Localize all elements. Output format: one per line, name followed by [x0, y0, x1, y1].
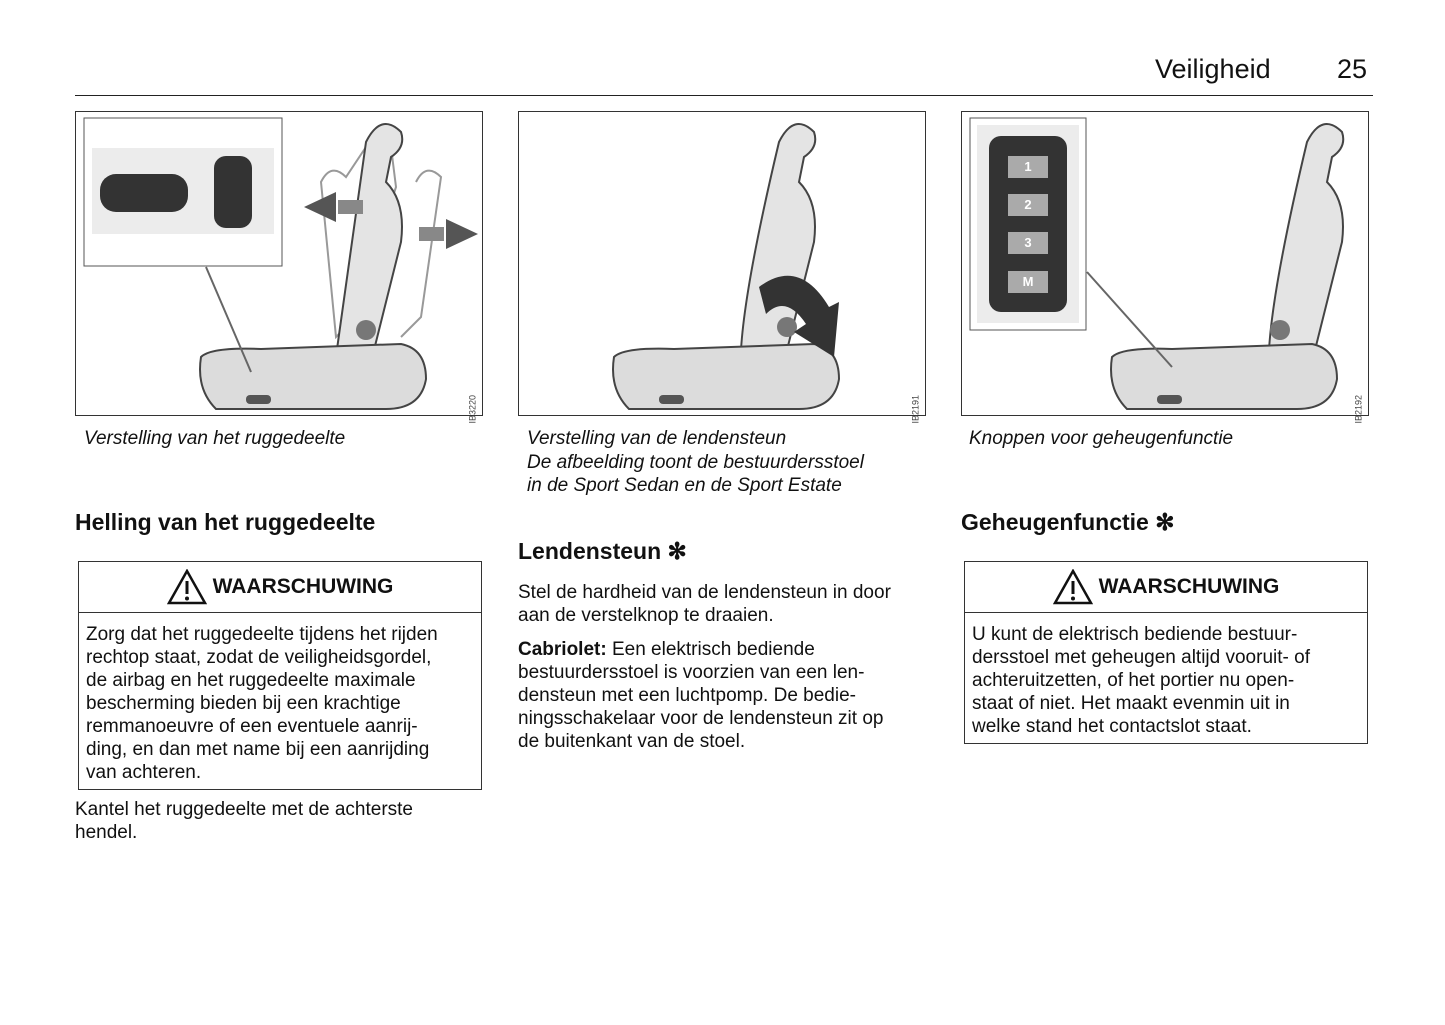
- text-line: de buitenkant van de stoel.: [518, 731, 746, 752]
- text-line: dersstoel met geheugen altijd vooruit- o…: [972, 647, 1310, 668]
- heading-memory: Geheugenfunctie ✻: [961, 509, 1175, 536]
- text-line: ningsschakelaar voor de lendensteun zit …: [518, 708, 884, 729]
- body-paragraph-cabriolet: Cabriolet: Een elektrisch bediende bestu…: [518, 638, 883, 753]
- figure-memory: 1 2 3 M IB2192: [961, 111, 1369, 424]
- section-title: Veiligheid: [1155, 54, 1271, 84]
- warning-triangle-icon: [166, 569, 207, 605]
- warning-box: WAARSCHUWING U kunt de elektrisch bedien…: [964, 561, 1368, 744]
- caption-line: in de Sport Sedan en de Sport Estate: [527, 475, 842, 496]
- memory-button-m: M: [1008, 271, 1048, 293]
- text-line: Cabriolet: Een elektrisch bediende: [518, 638, 883, 661]
- text-line: remmanoeuvre of een eventuele aanrij-: [86, 716, 418, 737]
- figure-caption: Verstelling van de lendensteun De afbeel…: [527, 427, 864, 498]
- figure-lumbar: IB2191: [518, 111, 926, 424]
- warning-title: WAARSCHUWING: [1098, 575, 1280, 598]
- text-line: U kunt de elektrisch bediende bestuur-: [972, 624, 1298, 645]
- page-number: 25: [1337, 54, 1368, 84]
- caption-line: De afbeelding toont de bestuurdersstoel: [527, 451, 864, 473]
- heading-text: Lendensteun: [518, 538, 662, 564]
- text-line: densteun met een luchtpomp. De bedie-: [518, 685, 856, 706]
- text-line: bestuurdersstoel is voorzien van een len…: [518, 662, 865, 683]
- seat-lumbar-illustration: [612, 123, 841, 410]
- text-line: Zorg dat het ruggedeelte tijdens het rij…: [86, 624, 438, 645]
- warning-text: U kunt de elektrisch bediende bestuur- d…: [965, 613, 1367, 746]
- warning-title: WAARSCHUWING: [212, 575, 394, 598]
- warning-triangle-icon: [1052, 569, 1093, 605]
- figure-code: IB2191: [911, 395, 921, 424]
- figure-caption: Verstelling van het ruggedeelte: [84, 427, 345, 451]
- text-line: Stel de hardheid van de lendensteun in d…: [518, 582, 891, 603]
- warning-text: Zorg dat het ruggedeelte tijdens het rij…: [79, 613, 481, 792]
- warning-header: WAARSCHUWING: [965, 562, 1367, 613]
- caption-line: Verstelling van het ruggedeelte: [84, 428, 346, 449]
- heading-lumbar: Lendensteun ✻: [518, 538, 687, 565]
- header-rule: [75, 95, 1373, 96]
- memory-button-3: 3: [1008, 232, 1048, 254]
- heading-backrest: Helling van het ruggedeelte: [75, 509, 376, 535]
- figure-backrest: IB3220: [75, 111, 483, 424]
- figure-caption: Knoppen voor geheugenfunctie: [969, 427, 1233, 451]
- warning-box: WAARSCHUWING Zorg dat het ruggedeelte ti…: [78, 561, 482, 790]
- text-span: Een elektrisch bediende: [606, 639, 815, 660]
- text-line: ding, en dan met name bij een aanrijding: [86, 739, 430, 760]
- heading-text: Geheugenfunctie: [961, 509, 1149, 535]
- text-line: de airbag en het ruggedeelte maximale: [86, 670, 416, 691]
- text-line: staat of niet. Het maakt evenmin uit in: [972, 693, 1290, 714]
- text-line: achteruitzetten, of het portier nu open-: [972, 670, 1295, 691]
- caption-line: Verstelling van de lendensteun: [527, 428, 787, 449]
- text-line: bescherming bieden bij een krachtige: [86, 693, 401, 714]
- text-line: Kantel het ruggedeelte met de achterste: [75, 799, 414, 820]
- figure-code: IB2192: [1354, 395, 1364, 424]
- text-line: aan de verstelknop te draaien.: [518, 605, 774, 626]
- optional-equipment-asterisk-icon: ✻: [667, 538, 687, 564]
- text-line: rechtop staat, zodat de veiligheidsgorde…: [86, 647, 432, 668]
- cabriolet-label: Cabriolet:: [518, 639, 607, 660]
- warning-header: WAARSCHUWING: [79, 562, 481, 613]
- seat-backrest-illustration: [83, 117, 478, 410]
- caption-line: Knoppen voor geheugenfunctie: [969, 428, 1234, 449]
- memory-button-2: 2: [1008, 194, 1048, 216]
- text-line: van achteren.: [86, 762, 202, 783]
- text-line: hendel.: [75, 822, 138, 843]
- memory-button-1: 1: [1008, 156, 1048, 178]
- optional-equipment-asterisk-icon: ✻: [1155, 509, 1175, 535]
- body-paragraph: Kantel het ruggedeelte met de achterste …: [75, 798, 413, 844]
- text-line: welke stand het contactslot staat.: [972, 716, 1252, 737]
- figure-code: IB3220: [468, 395, 478, 424]
- body-paragraph: Stel de hardheid van de lendensteun in d…: [518, 581, 891, 627]
